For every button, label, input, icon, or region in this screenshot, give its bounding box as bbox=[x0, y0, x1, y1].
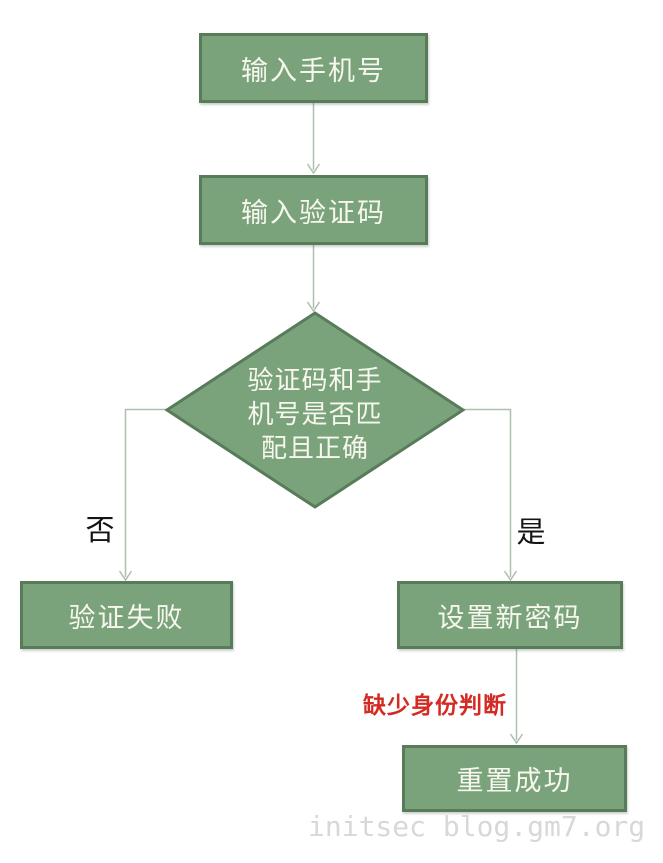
node-reset-success: 重置成功 bbox=[402, 745, 627, 812]
decision-label-line-3: 配且正确 bbox=[260, 433, 369, 463]
arrowhead-no-branch-icon bbox=[118, 570, 133, 582]
decision-label-line-2: 机号是否匹 bbox=[247, 399, 383, 429]
node-verify-failed: 验证失败 bbox=[20, 581, 233, 649]
node-set-new-password-label: 设置新密码 bbox=[437, 602, 583, 633]
arrowhead-code-to-decision-icon bbox=[306, 301, 321, 313]
node-enter-phone: 输入手机号 bbox=[199, 33, 428, 103]
decision-label-line-1: 验证码和手 bbox=[247, 365, 383, 395]
missing-identity-check-annotation: 缺少身份判断 bbox=[363, 692, 507, 718]
arrowhead-setpassword-to-success-icon bbox=[509, 733, 524, 745]
node-enter-code-label: 输入验证码 bbox=[241, 197, 386, 228]
connector-decision-no-branch bbox=[124, 408, 167, 577]
node-reset-success-label: 重置成功 bbox=[456, 766, 573, 796]
connector-decision-yes-branch bbox=[463, 408, 512, 577]
node-verify-failed-label: 验证失败 bbox=[68, 602, 185, 633]
node-set-new-password: 设置新密码 bbox=[397, 581, 623, 649]
decision-node-label: 验证码和手 机号是否匹 配且正确 bbox=[190, 363, 440, 465]
watermark-text: initsec blog.gm7.org bbox=[308, 810, 646, 843]
arrowhead-phone-to-code-icon bbox=[306, 163, 321, 175]
node-enter-code: 输入验证码 bbox=[199, 175, 428, 245]
edge-label-yes: 是 bbox=[516, 517, 546, 549]
decision-diamond-shape bbox=[164, 311, 466, 509]
node-enter-phone-label: 输入手机号 bbox=[241, 55, 386, 86]
edge-label-no: 否 bbox=[85, 515, 115, 547]
arrowhead-yes-branch-icon bbox=[503, 570, 518, 582]
